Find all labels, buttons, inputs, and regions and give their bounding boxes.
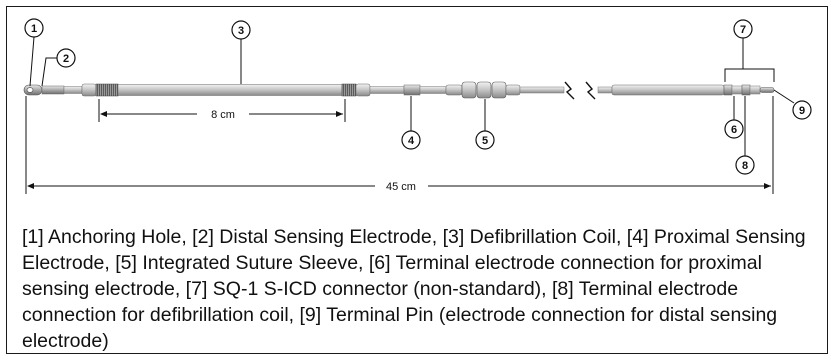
callout-5: 5 <box>475 99 495 150</box>
coil-end-right <box>341 83 357 97</box>
terminal-ring-coil <box>741 84 751 96</box>
callout-6: 6 <box>724 96 744 139</box>
callout-1-label: 1 <box>31 23 37 35</box>
callout-7-label: 7 <box>740 24 746 36</box>
figure-frame <box>6 6 828 354</box>
callout-8-label: 8 <box>742 160 748 172</box>
callout-5-label: 5 <box>482 135 488 147</box>
callout-1: 1 <box>24 18 44 87</box>
total-length-dimension: 45 cm <box>25 96 774 194</box>
coil-length-label: 8 cm <box>211 109 235 121</box>
total-length-label: 45 cm <box>386 181 416 193</box>
callout-3: 3 <box>231 20 251 84</box>
callout-2-label: 2 <box>63 53 69 65</box>
callout-3-label: 3 <box>238 25 244 37</box>
coil-length-dimension: 8 cm <box>98 99 346 122</box>
coil-end-left <box>95 83 119 97</box>
anchoring-hole <box>26 87 34 93</box>
proximal-sensing-electrode <box>403 84 421 96</box>
callout-9-label: 9 <box>799 105 805 117</box>
break-marks <box>564 81 596 100</box>
terminal-pin <box>759 87 775 93</box>
lead-body-right <box>597 84 775 96</box>
callout-9: 9 <box>773 89 812 120</box>
integrated-suture-sleeve <box>461 81 521 99</box>
lead-body-left <box>23 81 565 99</box>
sq1-connector <box>723 84 775 96</box>
figure-caption: [1] Anchoring Hole, [2] Distal Sensing E… <box>22 226 806 352</box>
callout-8: 8 <box>735 96 755 175</box>
callout-6-label: 6 <box>731 124 737 136</box>
callout-4: 4 <box>401 96 421 150</box>
defibrillation-coil <box>117 84 343 96</box>
terminal-ring-proximal <box>723 84 733 96</box>
callout-7: 7 <box>724 19 775 82</box>
distal-sensing-electrode <box>41 85 65 95</box>
callout-2: 2 <box>41 48 76 87</box>
callout-4-label: 4 <box>408 135 415 147</box>
